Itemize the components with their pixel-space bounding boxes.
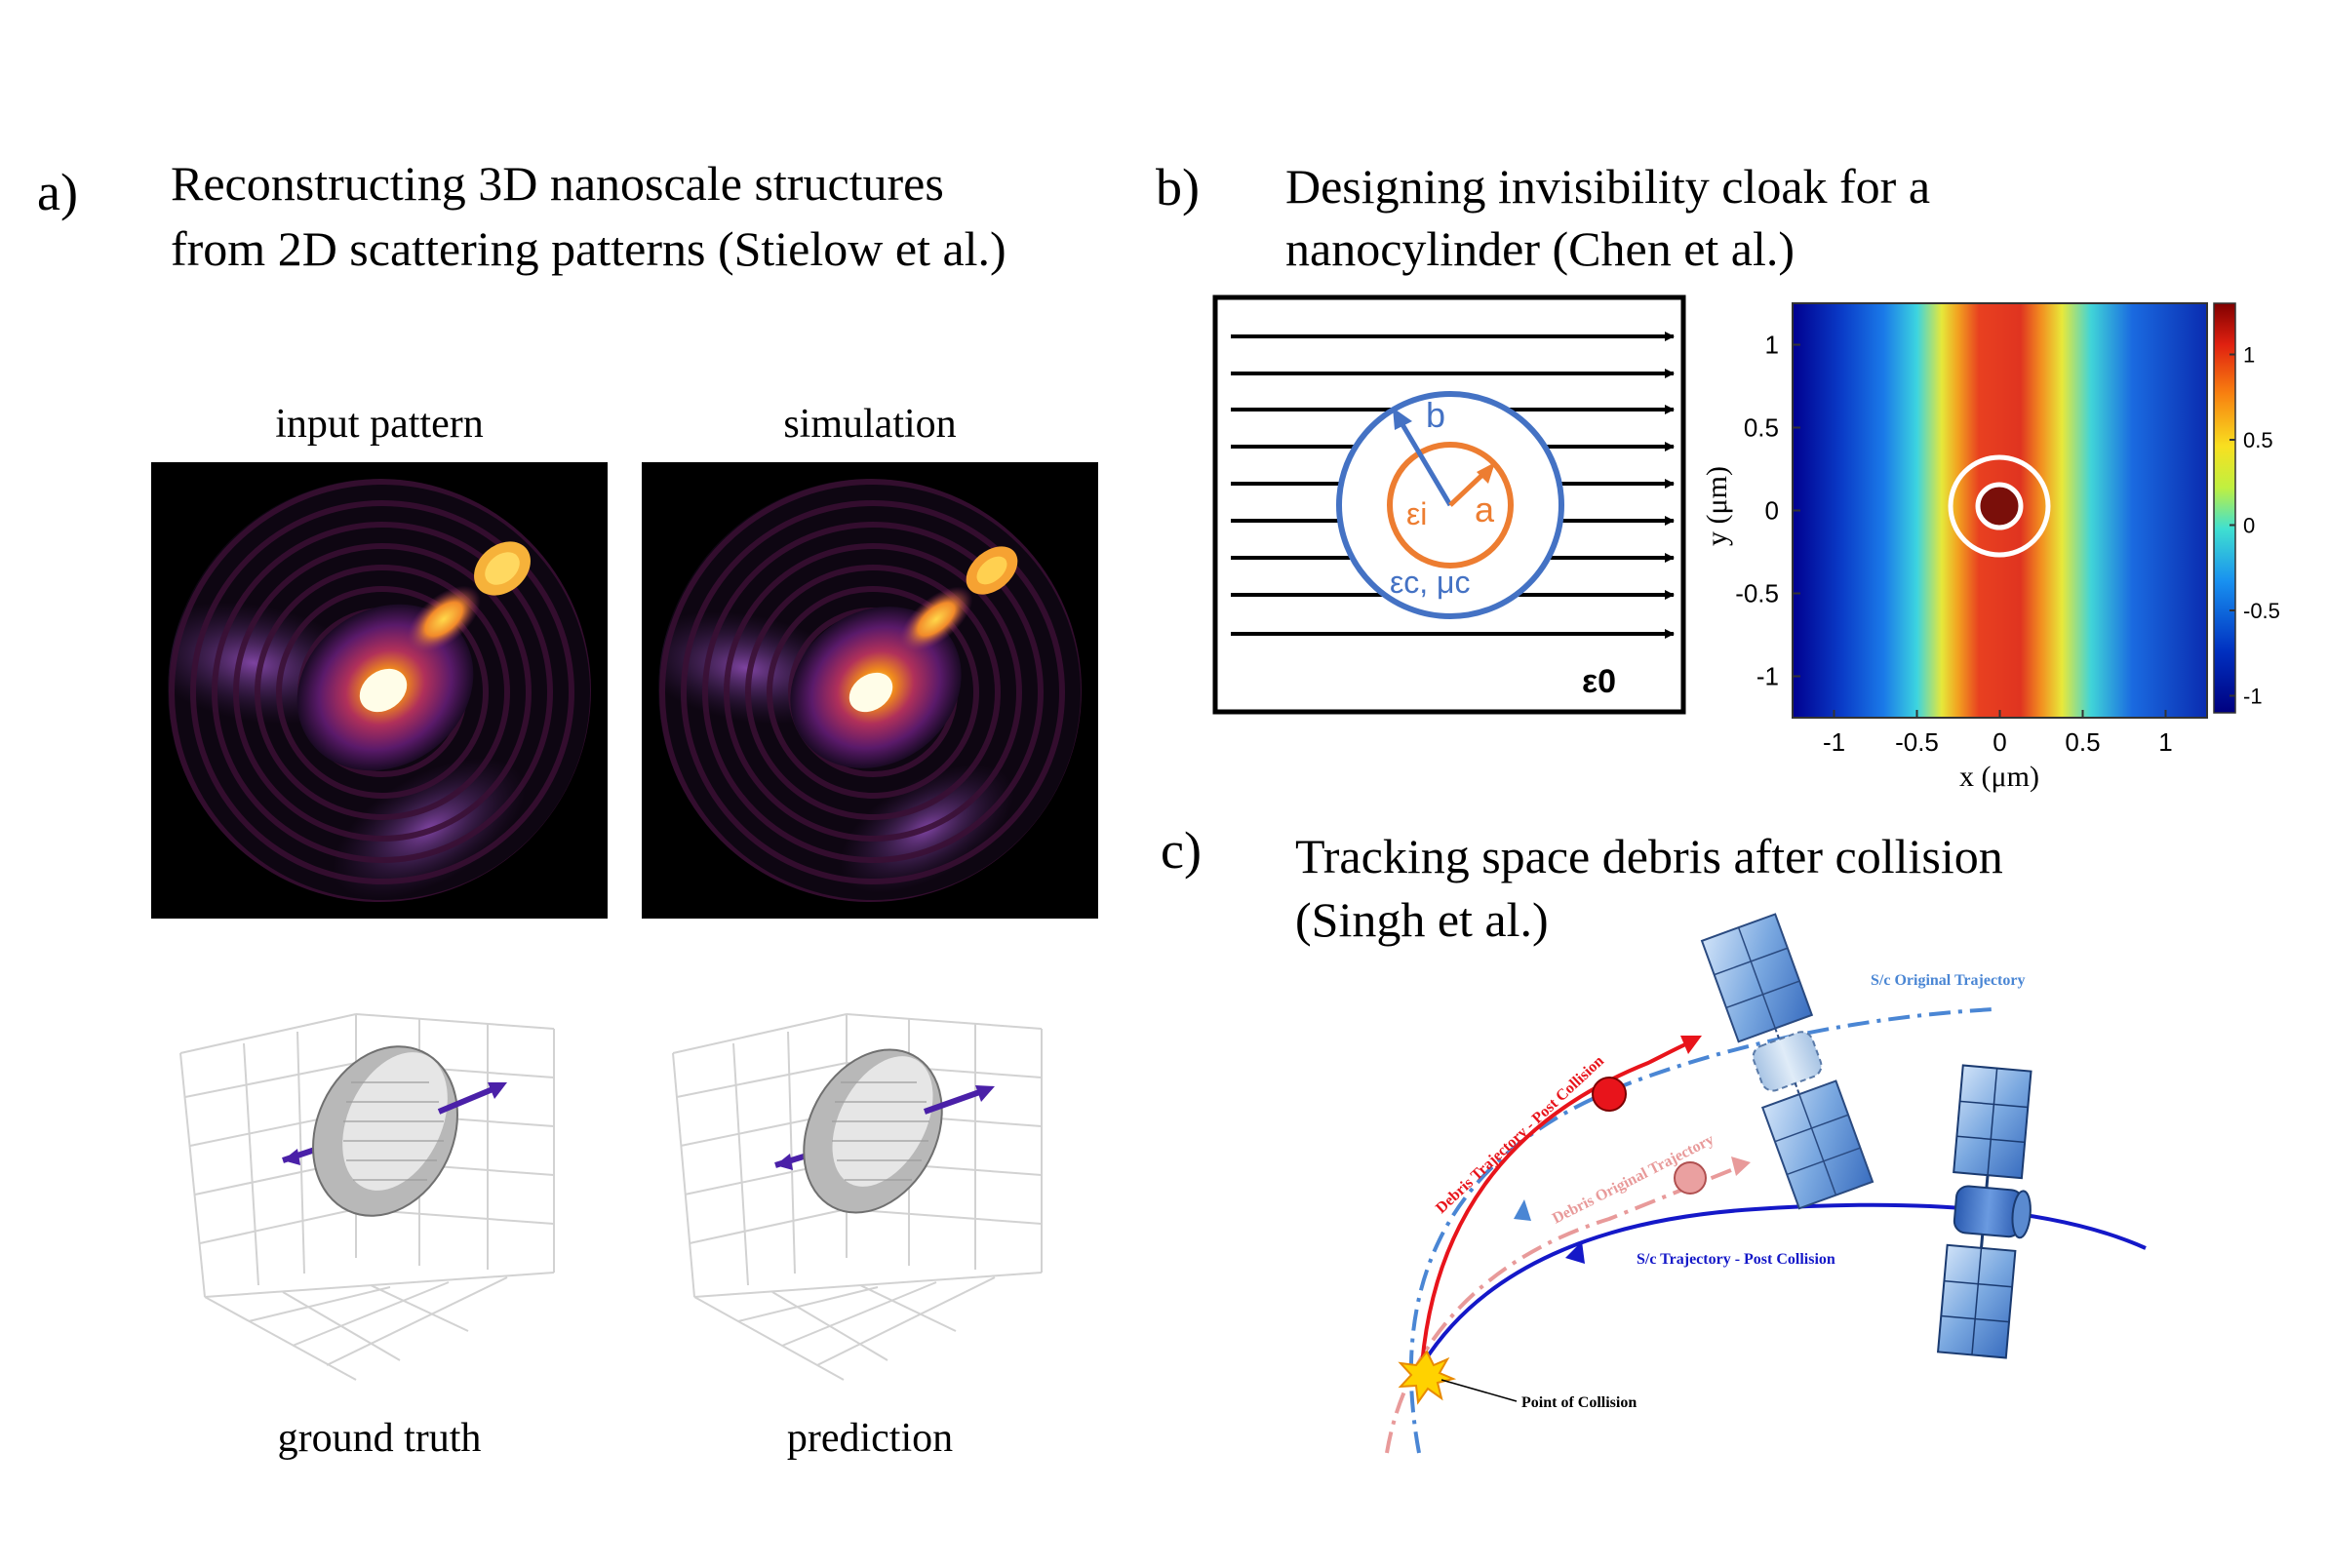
eps-c-mu-c-label: εc, μc — [1390, 565, 1470, 600]
panel-a-title-line2: from 2D scattering patterns (Stielow et … — [171, 221, 1006, 276]
x-tick-label: 0.5 — [2065, 727, 2100, 757]
panel-c-label: c) — [1161, 821, 1202, 880]
x-tick-label: -0.5 — [1895, 727, 1939, 757]
heatmap-y-ticks: 1 0.5 0 -0.5 -1 — [1735, 331, 1800, 691]
panel-b-label: b) — [1156, 158, 1200, 216]
y-tick-label: 0 — [1765, 496, 1779, 526]
panel-c: c) Tracking space debris after collision… — [1161, 821, 2147, 1454]
label-b: b — [1426, 395, 1445, 435]
debris-original — [1674, 1161, 1707, 1195]
panel-a: a) Reconstructing 3D nanoscale structure… — [37, 156, 1098, 1461]
y-tick-label: -1 — [1756, 662, 1779, 691]
ground-truth-plot — [179, 1013, 555, 1381]
sc-post-collision-trajectory — [1420, 1202, 2147, 1367]
label-a: a — [1475, 490, 1495, 529]
cloak-schematic: b a εi εc, μc ε0 — [1212, 294, 1686, 715]
eps-0-label: ε0 — [1582, 663, 1616, 700]
cloak-field-heatmap: -1 -0.5 0 0.5 1 1 0.5 0 -0.5 -1 x (μm) y (μm) 1 0… — [1701, 302, 2280, 793]
radius-a-arrow — [1448, 471, 1486, 507]
cloak-outer-ring — [1948, 454, 2051, 558]
heatmap-ylabel: y (μm) — [1701, 466, 1733, 546]
colorbar — [2213, 302, 2236, 714]
panel-b-title-line1: Designing invisibility cloak for a — [1285, 159, 1930, 214]
simulation-image — [642, 462, 1098, 919]
debris-post-collision — [1592, 1077, 1627, 1112]
colorbar-tick-label: 0.5 — [2243, 428, 2273, 452]
panel-b-title-line2: nanocylinder (Chen et al.) — [1285, 221, 1795, 276]
colorbar-ticks: 1 0.5 0 -0.5 -1 — [2229, 343, 2280, 709]
simulation-label: simulation — [783, 402, 956, 447]
panel-c-title-line2: (Singh et al.) — [1295, 892, 1549, 947]
panel-a-label: a) — [37, 163, 78, 221]
panel-c-title-line1: Tracking space debris after collision — [1295, 829, 2003, 883]
y-tick-label: -0.5 — [1735, 579, 1779, 608]
panel-b: b) Designing invisibility cloak for a na… — [1156, 158, 2280, 793]
cloak-inner-core — [1975, 482, 2024, 530]
sc-original-trajectory — [1408, 1007, 1995, 1454]
sc-original-label: S/c Original Trajectory — [1871, 972, 2025, 989]
eps-i-label: εi — [1406, 496, 1427, 531]
y-tick-label: 0.5 — [1744, 413, 1779, 443]
input-pattern-image — [151, 462, 608, 919]
x-tick-label: 1 — [2158, 727, 2172, 757]
x-tick-label: 0 — [1993, 727, 2006, 757]
satellite-post-collision-icon — [1936, 1064, 2032, 1359]
prediction-label: prediction — [787, 1416, 953, 1461]
heatmap-x-ticks: -1 -0.5 0 0.5 1 — [1823, 710, 2173, 757]
collision-leader-line — [1440, 1379, 1518, 1402]
debris-post-collision-trajectory — [1420, 1039, 1693, 1366]
colorbar-tick-label: 1 — [2243, 343, 2255, 368]
collision-burst-icon — [1398, 1350, 1457, 1405]
input-pattern-label: input pattern — [275, 402, 483, 447]
ground-truth-label: ground truth — [278, 1416, 482, 1461]
colorbar-tick-label: -0.5 — [2243, 599, 2280, 623]
sc-post-label: S/c Trajectory - Post Collision — [1637, 1251, 1835, 1268]
ground-truth-object — [282, 1045, 507, 1217]
satellite-original-icon — [1700, 913, 1874, 1210]
x-tick-label: -1 — [1823, 727, 1845, 757]
radius-b-arrow — [1398, 419, 1453, 507]
y-tick-label: 1 — [1765, 331, 1779, 360]
colorbar-tick-label: 0 — [2243, 514, 2255, 538]
prediction-object — [774, 1048, 995, 1214]
debris-post-label: Debris Trajectory - Post Collision — [1433, 1052, 1607, 1216]
point-of-collision-label: Point of Collision — [1521, 1394, 1637, 1411]
panel-a-title-line1: Reconstructing 3D nanoscale structures — [171, 156, 944, 211]
heatmap-xlabel: x (μm) — [1959, 761, 2039, 793]
colorbar-tick-label: -1 — [2243, 685, 2263, 709]
